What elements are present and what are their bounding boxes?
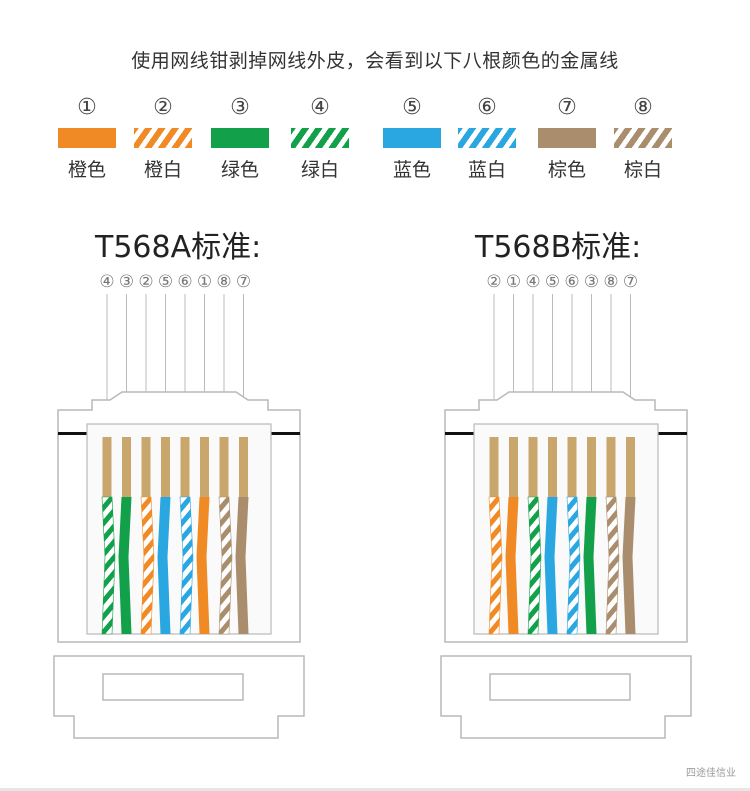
wire-orange — [505, 437, 519, 634]
wire-brown — [235, 437, 249, 634]
t568b-title: T568B标准: — [475, 230, 642, 265]
wire-sequence-label: ③ — [583, 272, 600, 292]
legend-number: ⑧ — [633, 95, 653, 120]
bottom-divider — [0, 788, 750, 791]
wire-sequence-label: ② — [138, 272, 154, 292]
legend-name: 绿色 — [220, 159, 259, 181]
collar-slot — [102, 673, 244, 701]
legend-name: 橙色 — [67, 159, 106, 181]
legend-item-2: ② 橙白 — [123, 96, 203, 182]
color-swatch — [383, 128, 441, 148]
wire-blue — [544, 437, 558, 634]
wire-green-white — [101, 437, 116, 635]
wire-sequence-label: ① — [196, 272, 213, 292]
legend-name: 蓝色 — [392, 159, 431, 181]
wire-brown-white — [605, 437, 620, 635]
legend-number: ① — [77, 95, 97, 120]
legend-item-1: ① 橙色 — [47, 96, 127, 182]
legend-item-7: ⑦ 棕色 — [527, 96, 607, 182]
color-swatch — [458, 128, 516, 148]
rj45-plug — [53, 294, 305, 739]
wire-brown — [622, 437, 636, 634]
legend-number: ⑦ — [557, 95, 577, 120]
wire-green — [118, 437, 132, 634]
legend-number: ③ — [230, 95, 250, 120]
wire-sequence-label: ⑤ — [544, 272, 561, 292]
wire-sequence-label: ⑦ — [622, 272, 639, 292]
wire-green-white — [527, 437, 542, 635]
legend-number: ② — [153, 95, 173, 120]
legend-item-3: ③ 绿色 — [200, 96, 280, 182]
wire-orange-white — [488, 437, 503, 635]
wire-sequence-label: ⑤ — [157, 272, 174, 292]
wire-sequence-label: ③ — [118, 272, 135, 292]
color-swatch — [291, 128, 349, 148]
legend-item-8: ⑧ 棕白 — [603, 96, 683, 182]
wire-sequence-label: ⑧ — [603, 272, 619, 292]
wire-sequence-label: ⑦ — [235, 272, 252, 292]
wire-blue-white — [566, 437, 581, 635]
wire-sequence-label: ④ — [525, 272, 541, 292]
wire-blue — [157, 437, 171, 634]
legend-name: 橙白 — [143, 159, 182, 181]
legend-item-5: ⑤ 蓝色 — [372, 96, 452, 182]
legend-item-6: ⑥ 蓝白 — [447, 96, 527, 182]
legend-number: ④ — [310, 95, 330, 120]
color-legend: ① 橙色 ② 橙白 ③ 绿色 ④ 绿白 ⑤ 蓝色 ⑥ 蓝白 ⑦ 棕色 ⑧ 棕白 — [0, 96, 750, 196]
color-swatch — [211, 128, 269, 148]
color-swatch — [538, 128, 596, 148]
legend-item-4: ④ 绿白 — [280, 96, 360, 182]
collar-slot — [489, 673, 631, 701]
wire-orange-white — [140, 437, 155, 635]
legend-number: ⑤ — [402, 95, 422, 120]
wire-sequence-label: ④ — [99, 272, 115, 292]
page-title: 使用网线钳剥掉网线外皮，会看到以下八根颜色的金属线 — [131, 50, 619, 72]
legend-name: 棕白 — [623, 159, 662, 181]
wire-orange — [196, 437, 210, 634]
legend-number: ⑥ — [477, 95, 497, 120]
legend-name: 绿白 — [300, 159, 339, 181]
wire-sequence-label: ⑧ — [216, 272, 232, 292]
wire-green — [583, 437, 597, 634]
color-swatch — [58, 128, 116, 148]
rj45-plug — [440, 294, 692, 739]
watermark: 四途佳信业 — [686, 768, 736, 779]
color-swatch — [614, 128, 672, 148]
wire-sequence-label: ② — [486, 272, 502, 292]
wire-sequence-label: ⑥ — [177, 272, 193, 292]
legend-name: 棕色 — [547, 159, 586, 181]
wire-sequence-label: ① — [505, 272, 522, 292]
legend-name: 蓝白 — [467, 159, 506, 181]
wire-brown-white — [218, 437, 233, 635]
wire-sequence-label: ⑥ — [564, 272, 580, 292]
wire-blue-white — [179, 437, 194, 635]
color-swatch — [134, 128, 192, 148]
t568a-title: T568A标准: — [95, 230, 262, 265]
